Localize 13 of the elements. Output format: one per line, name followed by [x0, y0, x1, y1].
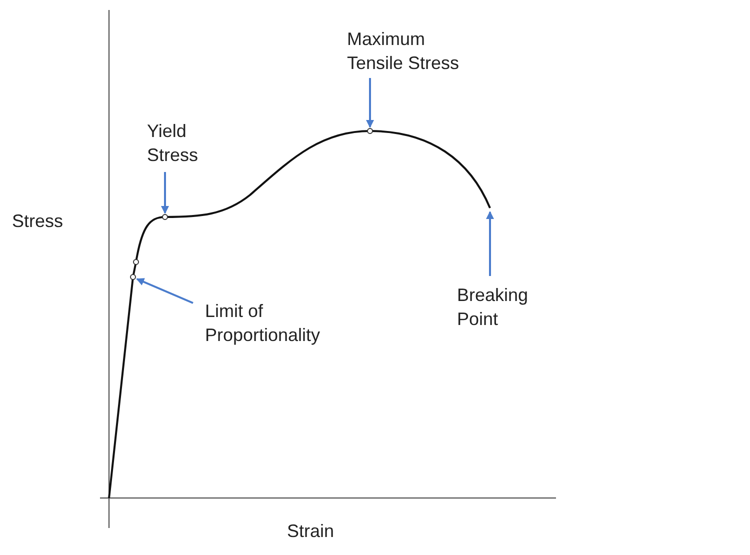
axis-label: Strain: [287, 520, 334, 543]
callout-text: Limit of Proportionality: [205, 299, 355, 347]
leader-arrow: [136, 278, 194, 304]
point-marker: [162, 214, 168, 220]
leader-arrow: [486, 211, 494, 276]
axis-label: Stress: [12, 210, 64, 233]
callout-text: Maximum Tensile Stress: [347, 27, 467, 75]
point-marker: [130, 274, 136, 280]
callout-text: Breaking Point: [457, 283, 557, 331]
leader-arrow: [161, 172, 169, 214]
point-marker: [367, 128, 373, 134]
leader-arrow: [366, 78, 374, 128]
callout-text: Yield Stress: [147, 119, 227, 167]
